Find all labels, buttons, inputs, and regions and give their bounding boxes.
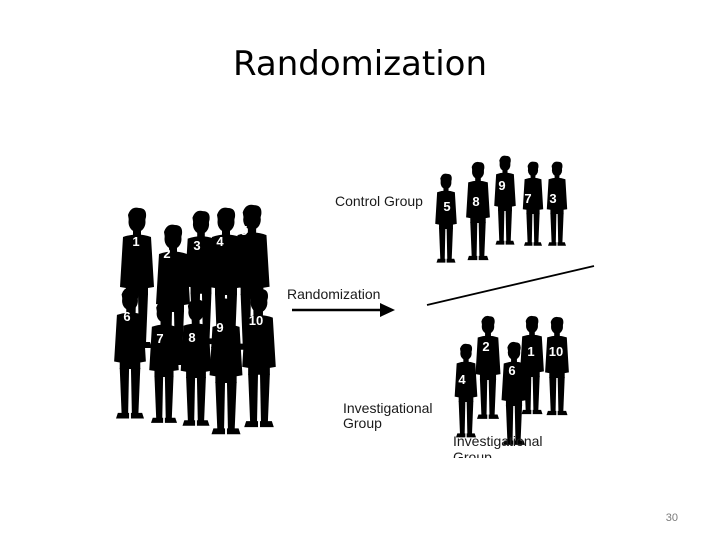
person-figure <box>454 343 478 438</box>
pool-person-number: 6 <box>123 309 130 324</box>
arrow-label: Randomization <box>287 286 380 302</box>
pool-person-number: 4 <box>216 234 224 249</box>
pool-person-number: 3 <box>193 238 200 253</box>
person-figure <box>209 298 243 435</box>
investigational-label-line1: Investigational <box>343 400 433 416</box>
pool-person-number: 2 <box>163 246 170 261</box>
control-person-number: 7 <box>524 191 531 206</box>
control-person-number: 8 <box>472 194 479 209</box>
person-figure <box>545 316 569 416</box>
investigational-label-line2: Group <box>343 415 382 431</box>
pool-person-number: 5 <box>240 223 247 238</box>
person-figure <box>494 155 516 245</box>
control-group: 5 8 9 7 3 <box>435 155 568 263</box>
pool-person-number: 9 <box>216 320 223 335</box>
person-figure <box>435 173 457 263</box>
page-number: 30 <box>665 512 678 524</box>
investigational-person-number: 1 <box>527 344 534 359</box>
pool-person-number: 1 <box>132 234 139 249</box>
pool-group: 1 2 3 4 5 6 7 8 9 10 <box>114 204 276 435</box>
group-divider <box>426 265 595 306</box>
investigational-person-number: 4 <box>458 372 466 387</box>
person-figure <box>475 315 501 419</box>
investigational-person-number: 6 <box>508 363 515 378</box>
control-person-number: 3 <box>549 191 556 206</box>
investigational-bottom-label: Investigational <box>453 433 543 449</box>
investigational-group: 2 1 10 4 6 <box>454 315 569 445</box>
image-crop-edge <box>440 458 580 468</box>
control-person-number: 9 <box>498 178 505 193</box>
randomization-arrow <box>292 303 395 317</box>
investigational-person-number: 2 <box>482 339 489 354</box>
control-group-label: Control Group <box>335 193 423 209</box>
slide-title: Randomization <box>232 44 488 84</box>
pool-person-number: 10 <box>249 313 263 328</box>
control-person-number: 5 <box>443 199 450 214</box>
pool-person-number: 7 <box>156 331 163 346</box>
investigational-person-number: 10 <box>549 344 563 359</box>
pool-person-number: 8 <box>188 330 195 345</box>
person-figure <box>466 161 490 261</box>
